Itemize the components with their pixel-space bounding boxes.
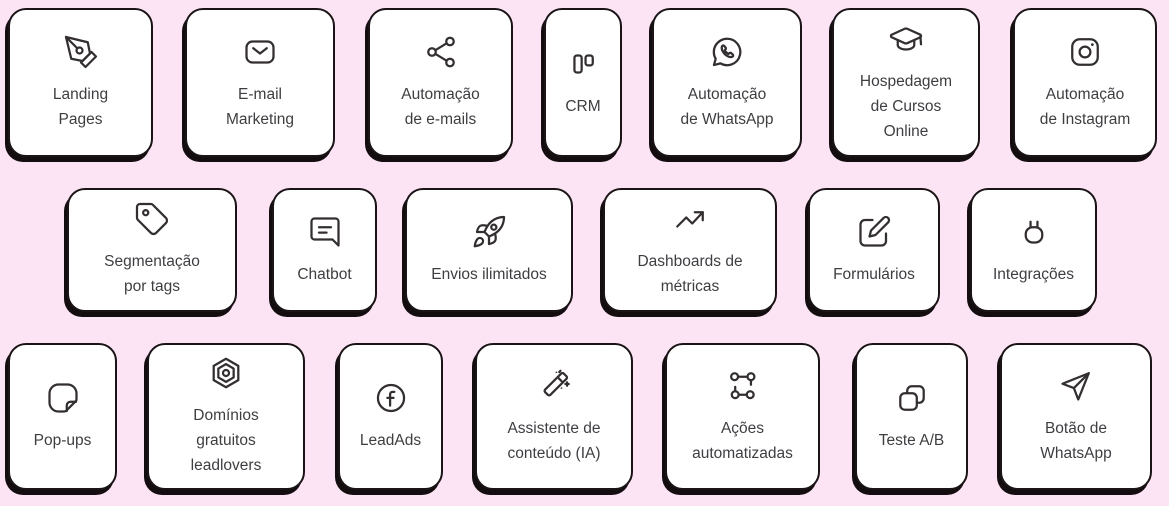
feature-label: Chatbot — [297, 265, 352, 283]
feature-label: Landing Pages — [52, 85, 109, 128]
feature-card-acoes-automatizadas[interactable]: Ações automatizadas — [665, 343, 820, 490]
send-icon — [1058, 368, 1094, 404]
graduation-cap-icon — [888, 21, 924, 57]
feature-card-dominios-gratuitos[interactable]: Domínios gratuitos leadlovers — [147, 343, 305, 490]
sticker-icon — [45, 380, 81, 416]
feature-card-email-marketing[interactable]: E-mail Marketing — [185, 8, 335, 157]
feature-card-popups[interactable]: Pop-ups — [8, 343, 117, 490]
feature-card-automacao-instagram[interactable]: Automação de Instagram — [1013, 8, 1157, 157]
feature-card-dashboards-metricas[interactable]: Dashboards de métricas — [603, 188, 777, 312]
feature-card-automacao-emails[interactable]: Automação de e-mails — [368, 8, 513, 157]
feature-card-chatbot[interactable]: Chatbot — [272, 188, 377, 312]
facebook-circle-icon — [373, 380, 409, 416]
feature-label: Teste A/B — [878, 432, 945, 449]
feature-label: Hospedagem de Cursos Online — [859, 73, 953, 140]
feature-label: Segmentação por tags — [104, 253, 200, 295]
feature-label: Automação de Instagram — [1039, 85, 1131, 128]
feature-card-hospedagem-cursos[interactable]: Hospedagem de Cursos Online — [832, 8, 980, 157]
share-nodes-icon — [423, 34, 459, 70]
whatsapp-icon — [709, 34, 745, 70]
feature-label: Assistente de conteúdo (IA) — [507, 419, 601, 462]
feature-label: Automação de e-mails — [401, 85, 480, 128]
feature-card-integracoes[interactable]: Integrações — [970, 188, 1097, 312]
mail-icon — [242, 34, 278, 70]
feature-label: E-mail Marketing — [225, 85, 295, 128]
feature-card-botao-whatsapp[interactable]: Botão de WhatsApp — [1000, 343, 1152, 490]
feature-card-leadads[interactable]: LeadAds — [338, 343, 443, 490]
workflow-nodes-icon — [725, 368, 761, 404]
feature-label: CRM — [565, 98, 601, 115]
feature-card-envios-ilimitados[interactable]: Envios ilimitados — [405, 188, 573, 312]
feature-label: Ações automatizadas — [692, 419, 793, 462]
feature-label: Domínios gratuitos leadlovers — [190, 407, 262, 474]
pen-tool-icon — [63, 34, 99, 70]
feature-label: Botão de WhatsApp — [1040, 419, 1112, 462]
feature-card-landing-pages[interactable]: Landing Pages — [8, 8, 153, 157]
chat-bubble-icon — [307, 214, 343, 250]
feature-label: Integrações — [993, 265, 1074, 283]
hexagon-logo-icon — [208, 355, 244, 391]
feature-card-segmentacao-tags[interactable]: Segmentação por tags — [67, 188, 237, 312]
feature-card-teste-ab[interactable]: Teste A/B — [855, 343, 968, 490]
feature-card-automacao-whatsapp[interactable]: Automação de WhatsApp — [652, 8, 802, 157]
magic-wand-icon — [536, 368, 572, 404]
feature-card-formularios[interactable]: Formulários — [808, 188, 940, 312]
feature-label: Pop-ups — [33, 432, 92, 449]
feature-label: Automação de WhatsApp — [680, 85, 774, 128]
tag-icon — [134, 201, 170, 237]
rocket-icon — [471, 214, 507, 250]
feature-label: Formulários — [833, 265, 915, 283]
feature-label: Dashboards de métricas — [637, 253, 743, 295]
instagram-icon — [1067, 34, 1103, 70]
edit-form-icon — [856, 214, 892, 250]
copy-squares-icon — [894, 380, 930, 416]
feature-label: Envios ilimitados — [431, 265, 547, 283]
kanban-icon — [565, 46, 601, 82]
feature-card-assistente-conteudo[interactable]: Assistente de conteúdo (IA) — [475, 343, 633, 490]
plug-icon — [1016, 214, 1052, 250]
feature-card-crm[interactable]: CRM — [544, 8, 622, 157]
feature-label: LeadAds — [359, 432, 422, 449]
trending-up-icon — [672, 201, 708, 237]
